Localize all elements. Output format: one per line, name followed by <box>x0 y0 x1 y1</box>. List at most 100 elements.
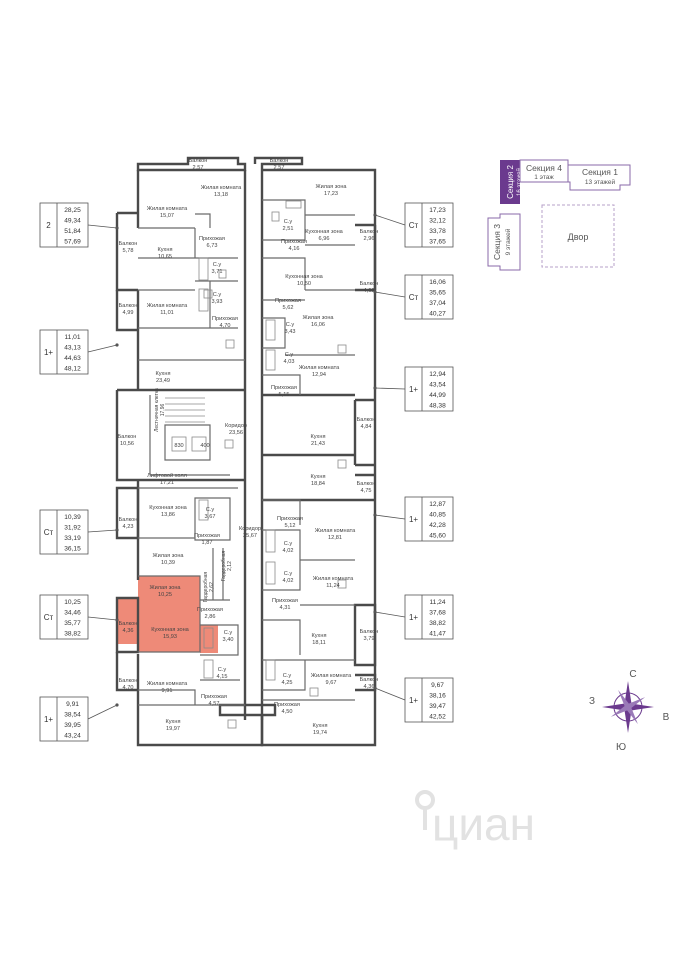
apartment-area-value: 37,65 <box>429 239 446 246</box>
leader-dot <box>373 213 377 217</box>
room-name: Коридор <box>239 526 261 532</box>
room-area: 5,78 <box>123 248 134 254</box>
room-area: 6,96 <box>319 236 330 242</box>
room-label: С.у4,15 <box>217 667 228 680</box>
apartment-box-frame <box>39 594 89 640</box>
room-name: Балкон <box>119 517 138 523</box>
toilet-icon <box>218 269 227 279</box>
room-name: Балкон <box>119 241 138 247</box>
bathtub-icon <box>265 561 276 585</box>
stove-icon <box>337 579 347 589</box>
apartment-area-value: 36,15 <box>64 546 81 553</box>
room-name: Прихожая <box>272 598 298 604</box>
vertical-room-area: 2,62 <box>209 582 215 592</box>
vertical-room-name: Гардеробная <box>221 551 227 582</box>
room-area: 4,15 <box>217 674 228 680</box>
apartment-area-value: 38,82 <box>64 631 81 638</box>
room-label: С.у4,25 <box>282 673 293 686</box>
apartment-box-frame <box>404 274 454 320</box>
room-area: 4,50 <box>282 709 293 715</box>
room-name: Кухня <box>313 723 328 729</box>
bathtub-icon <box>198 288 209 312</box>
room-name: Балкон <box>360 281 379 287</box>
room-name: Балкон <box>357 417 376 423</box>
apartment-area-value: 44,63 <box>64 355 81 362</box>
leader-line <box>374 214 406 226</box>
toilet-icon <box>271 211 280 222</box>
apartment-box-frame <box>404 202 454 248</box>
apartment-box-frame <box>39 202 89 248</box>
lift-capacity-label: 830 <box>174 443 183 449</box>
apartment-area-value: 51,84 <box>64 228 81 235</box>
room-area: 10,65 <box>158 254 172 260</box>
key-plan-yard <box>541 204 615 268</box>
compass-rose: С Ю З В <box>589 669 670 753</box>
apartment-area-value: 9,91 <box>66 701 79 708</box>
vertical-room-name: Гардеробная <box>203 572 209 603</box>
room-area: 1,87 <box>202 540 213 546</box>
room-area: 13,18 <box>214 192 228 198</box>
room-name: С.у <box>286 322 295 328</box>
apartment-type: Ст <box>409 221 419 230</box>
room-area: 18,11 <box>312 640 326 646</box>
apartment-type: 1+ <box>44 715 53 724</box>
building-walls <box>115 156 377 747</box>
key-section-2-name: Секция 2 <box>506 165 515 199</box>
room-area: 4,75 <box>361 488 372 494</box>
room-name: Кухонная зона <box>149 505 187 511</box>
room-name: Прихожая <box>201 694 227 700</box>
apartment-area-value: 38,54 <box>64 712 81 719</box>
room-area: 2,57 <box>193 165 204 171</box>
apartment-area-value: 9,67 <box>431 682 444 689</box>
leader-dot <box>115 618 119 622</box>
apartment-box-frame <box>39 509 89 555</box>
room-name: Прихожая <box>197 607 223 613</box>
room-name: Жилая комната <box>313 576 354 582</box>
room-area: 5,12 <box>285 523 296 529</box>
room-name: Жилая комната <box>299 365 340 371</box>
room-area: 4,03 <box>284 359 295 365</box>
room-name: Жилая зона <box>315 184 347 190</box>
room-name: Прихожая <box>271 385 297 391</box>
room-label: С.у4,02 <box>283 541 294 554</box>
room-name: Балкон <box>119 621 138 627</box>
room-name: Балкон <box>119 678 138 684</box>
apartment-box-frame <box>39 329 89 375</box>
bathtub-icon <box>203 659 214 679</box>
room-name: Кухонная зона <box>285 274 323 280</box>
room-area: 3,43 <box>285 329 296 335</box>
bathtub-icon <box>198 499 209 521</box>
room-name: С.у <box>283 673 292 679</box>
apartment-area-value: 48,12 <box>64 366 81 373</box>
room-name: Прихожая <box>277 516 303 522</box>
watermark: циан <box>432 798 535 850</box>
room-name: Балкон <box>360 229 379 235</box>
apartment-type: Ст <box>44 613 54 622</box>
room-area: 4,62 <box>364 288 375 294</box>
room-area: 4,84 <box>361 424 372 430</box>
room-name: С.у <box>285 352 294 358</box>
room-name: Коридор <box>225 423 247 429</box>
room-label: С.у2,51 <box>283 219 294 232</box>
leader-dot <box>115 703 119 707</box>
apartment-area-value: 57,69 <box>64 239 81 246</box>
leader-line <box>87 704 118 720</box>
apartment-type: 2 <box>46 221 51 230</box>
